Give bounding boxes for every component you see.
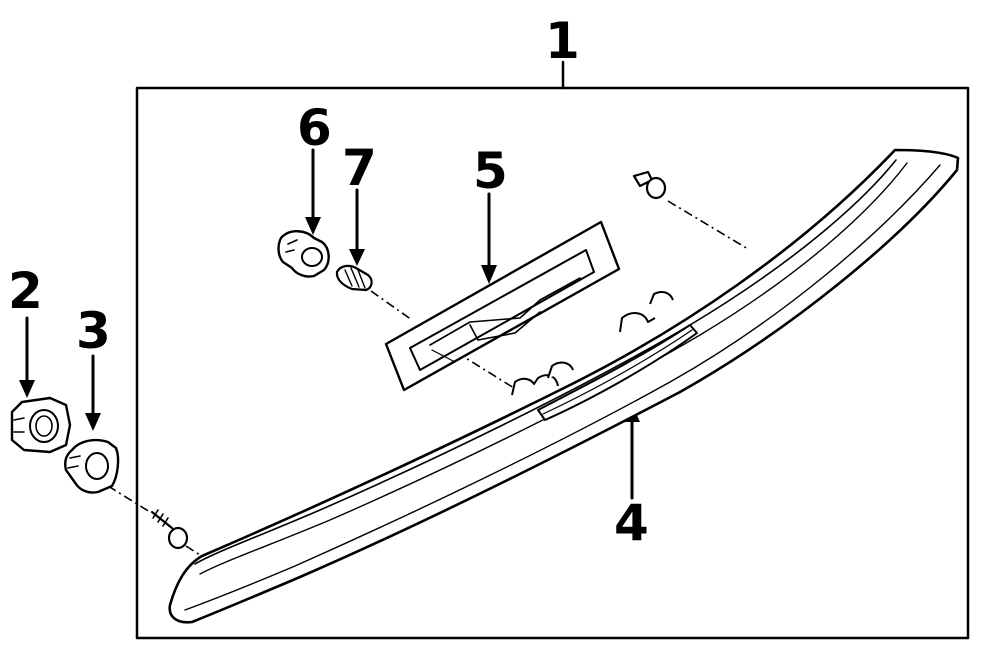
callout-1: 1 bbox=[545, 12, 580, 70]
leader-arrow-6 bbox=[305, 148, 321, 235]
callout-5: 5 bbox=[473, 142, 508, 200]
retainer-clip bbox=[64, 438, 120, 494]
callout-3: 3 bbox=[76, 302, 111, 360]
callout-6: 6 bbox=[297, 99, 332, 157]
callout-4: 4 bbox=[614, 494, 649, 552]
assembly-frame bbox=[135, 60, 970, 640]
screw-upper bbox=[632, 170, 667, 200]
leader-arrow-3 bbox=[85, 354, 101, 431]
bulb bbox=[335, 264, 373, 292]
leader-arrow-5 bbox=[481, 192, 497, 284]
grommet-nut bbox=[10, 396, 72, 454]
lamp-garnish-bar bbox=[168, 148, 960, 624]
callout-7: 7 bbox=[342, 139, 377, 197]
callout-2: 2 bbox=[8, 262, 43, 320]
screw-lower bbox=[150, 509, 189, 550]
leader-arrow-7 bbox=[349, 188, 365, 266]
leader-arrow-2 bbox=[19, 316, 35, 398]
bulb-socket bbox=[277, 230, 330, 278]
gasket-bracket bbox=[384, 220, 621, 392]
